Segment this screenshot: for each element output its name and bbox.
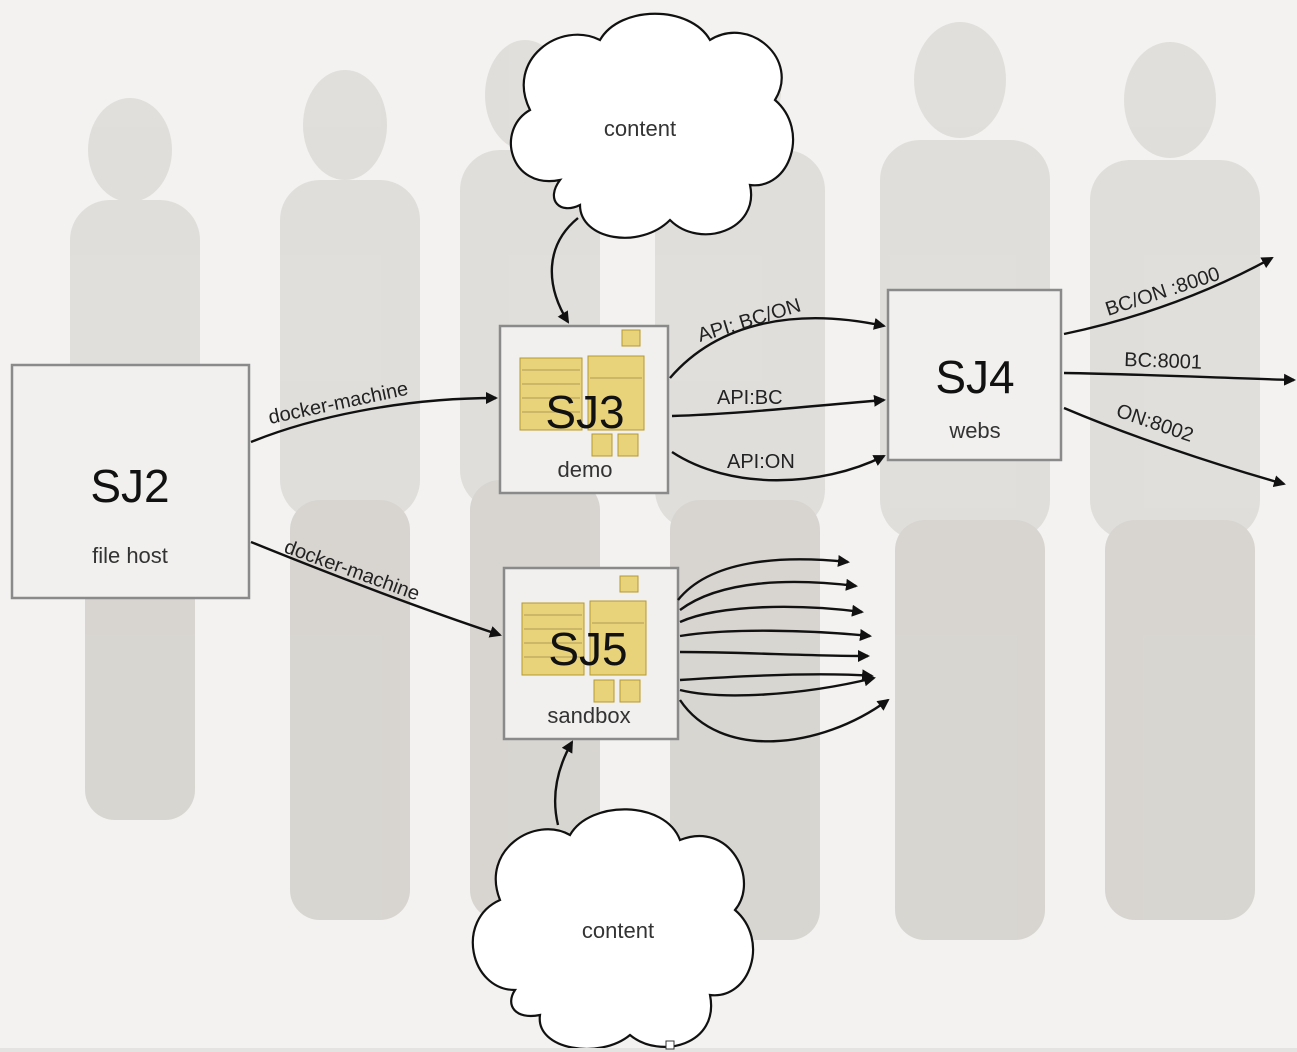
fanout-arrow (679, 698, 890, 743)
bottom-edge-bar (0, 1048, 1297, 1052)
fanout-arrow (679, 674, 876, 697)
arrow-sj4-out-8002 (1063, 406, 1286, 488)
resize-handle[interactable] (665, 1040, 675, 1050)
person-silhouette (880, 22, 1050, 940)
node-sj4-title: SJ4 (935, 351, 1014, 403)
fanout-arrow (679, 578, 858, 611)
node-sj4: SJ4 webs (886, 288, 1063, 462)
cloud-bottom: content (471, 808, 755, 1050)
edge-label-api-bc: API:BC (717, 387, 783, 409)
node-sj2: SJ2 file host (10, 363, 251, 600)
cloud-top: content (509, 12, 795, 239)
arrow-cloud-to-sj3 (550, 217, 579, 324)
cloud-bottom-label: content (582, 918, 654, 943)
fanout-arrow (679, 669, 874, 682)
arrow-sj3-to-sj4-top (669, 317, 886, 379)
person-silhouette (1090, 42, 1260, 920)
fanout-arrow (677, 555, 850, 601)
arrow-sj3-to-sj4-mid (671, 394, 886, 418)
node-sj4-subtitle: webs (948, 418, 1000, 443)
arrow-sj2-to-sj5 (250, 540, 502, 638)
arrow-cloud-to-sj5 (553, 740, 574, 826)
architecture-thumbnail (521, 575, 647, 703)
cloud-top-label: content (604, 116, 676, 141)
fanout-arrow (679, 649, 870, 662)
node-sj3-subtitle: demo (557, 457, 612, 482)
node-sj3: SJ3 demo (498, 324, 670, 495)
node-sj2-title: SJ2 (90, 460, 169, 512)
node-sj5-title: SJ5 (548, 623, 627, 675)
fanout-arrow (679, 629, 872, 641)
node-sj5-subtitle: sandbox (547, 703, 630, 728)
arrow-sj4-out-8000 (1063, 256, 1274, 336)
node-sj5: SJ5 sandbox (502, 566, 680, 741)
node-sj3-title: SJ3 (545, 386, 624, 438)
arrow-sj4-out-8001 (1063, 371, 1296, 386)
person-silhouette (280, 70, 420, 920)
arrow-sj2-to-sj3 (250, 392, 498, 444)
edge-label-bc-8001: BC:8001 (1124, 349, 1203, 374)
node-sj2-subtitle: file host (92, 543, 168, 568)
fanout-arrow (679, 604, 864, 624)
arrow-sj3-to-sj4-bot (671, 450, 886, 482)
architecture-thumbnail (519, 329, 645, 457)
edge-label-api-on: API:ON (727, 451, 795, 473)
sj5-fanout-arrows (677, 555, 890, 743)
